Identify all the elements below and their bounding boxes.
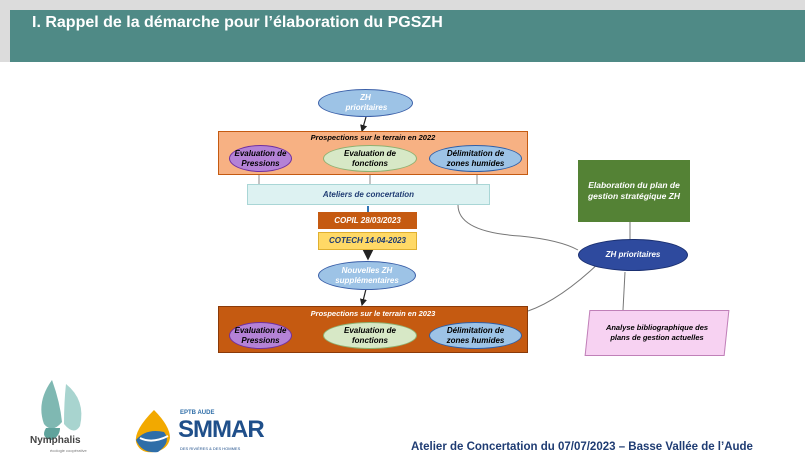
evaluation-pressions-2022: Evaluation de Pressions <box>229 145 292 172</box>
evaluation-pressions-2022-label: Evaluation de Pressions <box>234 148 287 168</box>
evaluation-pressions-2023: Evaluation de Pressions <box>229 322 292 349</box>
zh-prioritaires-top-label: ZH prioritaires <box>345 93 388 112</box>
evaluation-fonctions-2023: Evaluation de fonctions <box>323 322 417 349</box>
eptb-label: EPTB AUDE <box>180 410 215 416</box>
analyse-box: Analyse bibliographique des plans de ges… <box>584 310 730 356</box>
evaluation-fonctions-2022: Evaluation de fonctions <box>323 145 417 172</box>
evaluation-fonctions-2022-label: Evaluation de fonctions <box>343 148 396 168</box>
analyse-label: Analyse bibliographique des plans de ges… <box>605 323 709 342</box>
header-bg: I. Rappel de la démarche pour l’élaborat… <box>0 0 805 62</box>
zh-prioritaires-right-ellipse: ZH prioritaires <box>578 239 688 271</box>
cotech-box: COTECH 14-04-2023 <box>318 232 417 250</box>
delimitation-2022: Délimitation de zones humides <box>429 145 522 172</box>
prospections-2022-title: Prospections sur le terrain en 2022 <box>310 133 436 142</box>
page-title: I. Rappel de la démarche pour l’élaborat… <box>32 14 443 31</box>
evaluation-pressions-2023-label: Evaluation de Pressions <box>234 325 287 345</box>
ateliers-box: Ateliers de concertation <box>247 184 490 205</box>
footer-text: Atelier de Concertation du 07/07/2023 – … <box>411 441 753 453</box>
elaboration-box: Elaboration du plan de gestion stratégiq… <box>578 160 690 222</box>
elaboration-label: Elaboration du plan de gestion stratégiq… <box>587 180 681 201</box>
nymphalis-logo: Nymphalis écologie coopérative <box>30 372 120 463</box>
copil-box: COPIL 28/03/2023 <box>318 212 417 229</box>
evaluation-fonctions-2023-label: Evaluation de fonctions <box>343 325 396 345</box>
copil-label: COPIL 28/03/2023 <box>334 215 401 225</box>
zh-prioritaires-top-ellipse: ZH prioritaires <box>318 89 413 117</box>
nymphalis-name: Nymphalis <box>30 435 81 446</box>
nymphalis-subtitle: écologie coopérative <box>50 448 87 453</box>
zh-prioritaires-right-label: ZH prioritaires <box>605 250 661 259</box>
smmar-subtitle: DES RIVIÈRES & DES HOMMES <box>180 446 241 451</box>
prospections-2023-title: Prospections sur le terrain en 2023 <box>310 309 436 318</box>
delimitation-2022-label: Délimitation de zones humides <box>446 148 505 168</box>
smmar-name: SMMAR <box>178 416 265 443</box>
nouvelles-zh-label: Nouvelles ZH supplémentaires <box>335 265 399 285</box>
header-bar <box>10 10 805 62</box>
cotech-label: COTECH 14-04-2023 <box>329 236 406 245</box>
smmar-logo: EPTB AUDE SMMAR DES RIVIÈRES & DES HOMME… <box>128 408 268 458</box>
nouvelles-zh-ellipse: Nouvelles ZH supplémentaires <box>318 261 416 290</box>
ateliers-label: Ateliers de concertation <box>322 189 415 199</box>
delimitation-2023: Délimitation de zones humides <box>429 322 522 349</box>
drop-icon <box>135 410 170 453</box>
delimitation-2023-label: Délimitation de zones humides <box>446 325 505 345</box>
butterfly-icon <box>41 380 82 440</box>
